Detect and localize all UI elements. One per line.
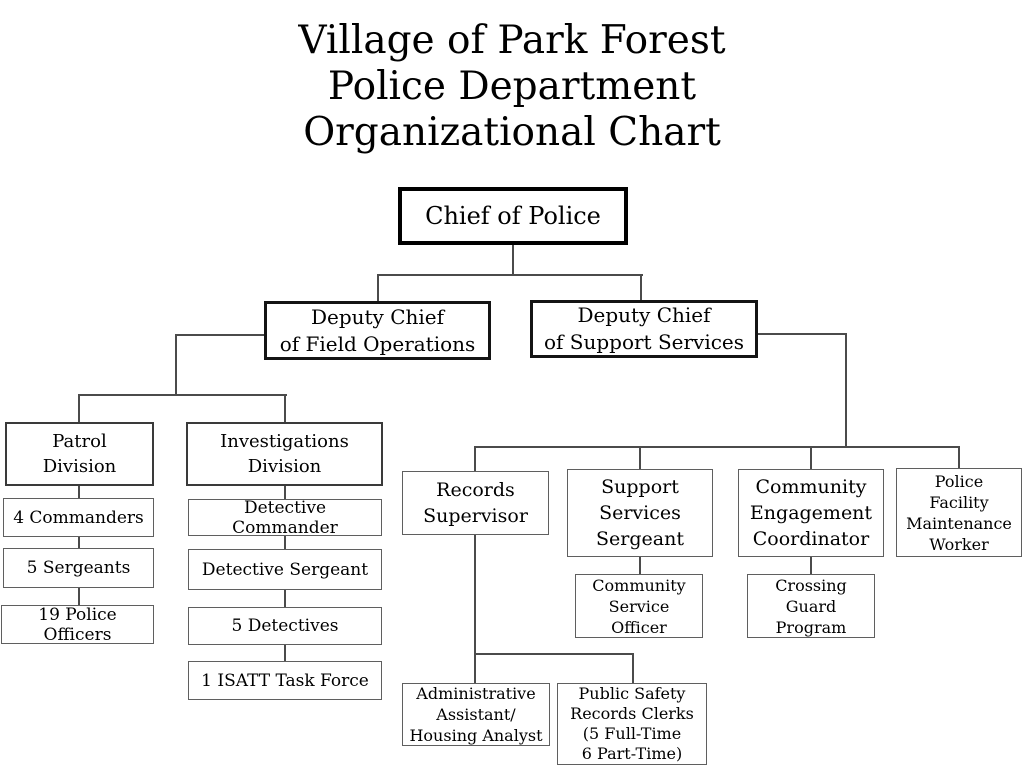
connector [377, 274, 643, 276]
node-deputy-chief-support-services: Deputy Chief of Support Services [530, 300, 758, 358]
connector [639, 446, 641, 470]
connector [284, 536, 286, 550]
connector [810, 446, 812, 470]
node-detective-sergeant: Detective Sergeant [188, 549, 382, 590]
connector [78, 394, 80, 422]
node-patrol-division: Patrol Division [5, 422, 154, 486]
connector [958, 446, 960, 469]
node-deputy-chief-field-operations: Deputy Chief of Field Operations [264, 301, 491, 360]
connector [176, 334, 265, 336]
node-detectives: 5 Detectives [188, 607, 382, 645]
connector [78, 394, 287, 396]
connector [78, 486, 80, 499]
node-police-facility-maintenance-worker: Police Facility Maintenance Worker [896, 468, 1022, 557]
connector [284, 590, 286, 608]
node-police-officers: 19 Police Officers [1, 605, 154, 645]
node-commanders: 4 Commanders [3, 498, 154, 537]
connector [284, 645, 286, 662]
node-community-service-officer: Community Service Officer [575, 574, 703, 638]
connector [474, 446, 960, 448]
node-investigations-division: Investigations Division [186, 422, 383, 486]
connector [758, 333, 847, 335]
connector [640, 274, 642, 302]
node-public-safety-records-clerks: Public Safety Records Clerks (5 Full-Tim… [557, 683, 707, 765]
connector [474, 653, 634, 655]
connector [632, 653, 634, 683]
connector [175, 334, 177, 396]
connector [810, 557, 812, 575]
connector [78, 537, 80, 549]
node-sergeants: 5 Sergeants [3, 548, 154, 588]
node-support-services-sergeant: Support Services Sergeant [567, 469, 713, 557]
connector [474, 535, 476, 683]
connector [377, 274, 379, 303]
connector [845, 333, 847, 448]
chart-title: Village of Park Forest Police Department… [298, 18, 726, 155]
node-chief-of-police: Chief of Police [398, 187, 628, 245]
node-crossing-guard-program: Crossing Guard Program [747, 574, 875, 638]
connector [78, 588, 80, 606]
node-administrative-assistant-housing-analyst: Administrative Assistant/ Housing Analys… [402, 683, 550, 746]
node-community-engagement-coordinator: Community Engagement Coordinator [738, 469, 884, 557]
node-isatt-task-force: 1 ISATT Task Force [188, 661, 382, 700]
connector [639, 557, 641, 575]
connector [284, 394, 286, 422]
node-records-supervisor: Records Supervisor [402, 471, 549, 535]
connector [474, 446, 476, 472]
connector [512, 245, 514, 275]
connector [284, 486, 286, 500]
node-detective-commander: Detective Commander [188, 498, 382, 538]
